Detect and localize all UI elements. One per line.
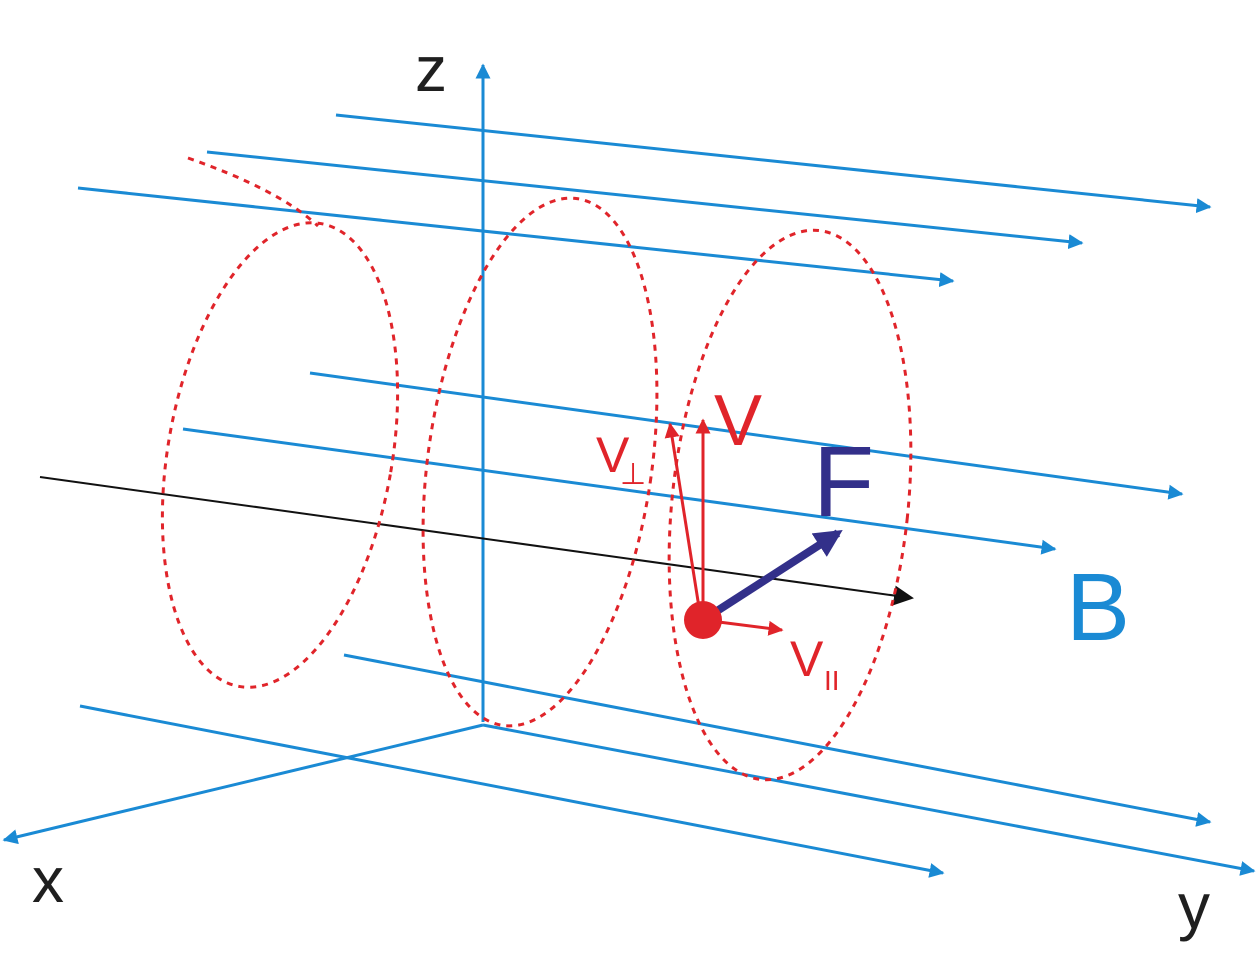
guiding-center-line — [39, 476, 914, 606]
field-line — [309, 371, 1184, 500]
charged-particle — [684, 601, 722, 639]
v-perp-arrow — [664, 422, 703, 621]
labels: z x y V V ⊥ V II F B — [32, 33, 1210, 942]
z-axis-label: z — [415, 33, 447, 105]
field-line — [182, 427, 1057, 555]
helix-loop-3 — [667, 228, 913, 782]
helix-loop-1 — [160, 221, 400, 689]
v-perp-label: V — [596, 427, 630, 483]
field-line — [335, 113, 1212, 214]
v-perp-subscript: ⊥ — [620, 458, 646, 491]
field-label: B — [1066, 554, 1130, 661]
helix-tail — [187, 156, 320, 228]
x-axis — [2, 723, 484, 845]
field-line — [343, 653, 1212, 827]
helix-loop-2 — [421, 196, 659, 728]
x-axis-label: x — [32, 844, 64, 916]
y-axis-label: y — [1178, 870, 1210, 942]
force-arrow — [700, 529, 843, 624]
field-line — [206, 150, 1084, 250]
force-label: F — [813, 426, 874, 538]
v-par-label: V — [790, 631, 824, 687]
helical-trajectory — [160, 156, 913, 782]
velocity-label: V — [714, 381, 762, 461]
field-lines — [77, 113, 1212, 878]
field-line — [79, 704, 945, 878]
field-line — [77, 186, 955, 288]
y-axis — [482, 723, 1256, 876]
axes — [2, 63, 1256, 876]
v-par-subscript: II — [824, 665, 840, 696]
